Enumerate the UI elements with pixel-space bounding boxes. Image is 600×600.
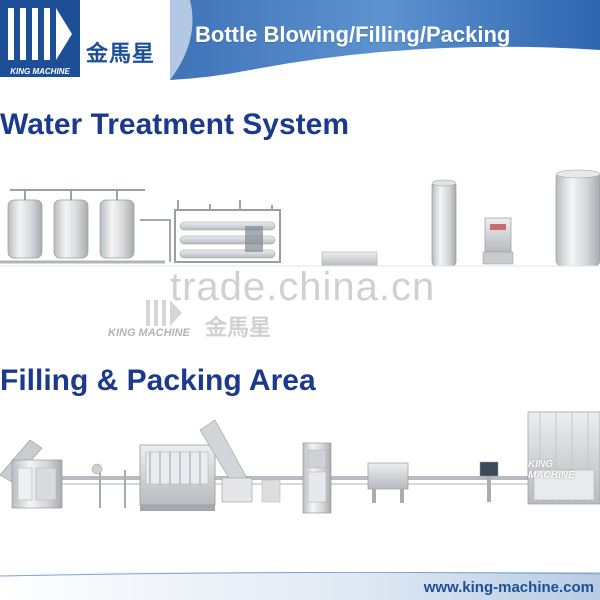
filling-machine xyxy=(139,444,216,511)
labeling-machine xyxy=(302,442,332,514)
reverse-osmosis-unit xyxy=(174,200,281,263)
filter-tank xyxy=(99,190,135,259)
header-banner xyxy=(170,0,600,80)
page-header: KING MACHINE 金馬星 Bottle Blowing/Filling/… xyxy=(0,0,600,88)
watermark-logo-text-en-right: KING MACHINE xyxy=(528,459,575,481)
large-storage-tank xyxy=(555,169,600,267)
logo-text-cn: 金馬星 xyxy=(86,42,156,67)
control-monitor-icon xyxy=(479,461,499,502)
logo-mark-icon xyxy=(0,0,80,66)
filter-tank xyxy=(7,190,43,259)
packing-machine xyxy=(527,411,600,505)
header-title: Bottle Blowing/Filling/Packing xyxy=(195,22,511,47)
website-link[interactable]: www.king-machine.com xyxy=(423,579,594,596)
watermark-text: trade.china.cn xyxy=(170,265,436,309)
logo-text-en: KING MACHINE xyxy=(0,66,80,77)
cap-elevator xyxy=(199,419,253,503)
shrink-tunnel xyxy=(367,462,409,503)
control-cabinet xyxy=(482,217,514,265)
page-footer: www.king-machine.com xyxy=(0,572,600,600)
light-inspector xyxy=(261,479,281,503)
water-treatment-title: Water Treatment System xyxy=(0,108,350,141)
filter-tank xyxy=(53,190,89,259)
bottle-unscrambler xyxy=(0,439,63,509)
watermark-logo-text-cn: 金馬星 xyxy=(205,316,272,341)
filling-packing-title: Filling & Packing Area xyxy=(0,364,316,397)
water-tank-small xyxy=(321,251,378,267)
king-machine-logo: KING MACHINE xyxy=(0,0,80,80)
footer-banner xyxy=(0,572,600,600)
tall-storage-tank xyxy=(431,179,457,267)
watermark-logo-text-en: KING MACHINE xyxy=(108,327,190,339)
